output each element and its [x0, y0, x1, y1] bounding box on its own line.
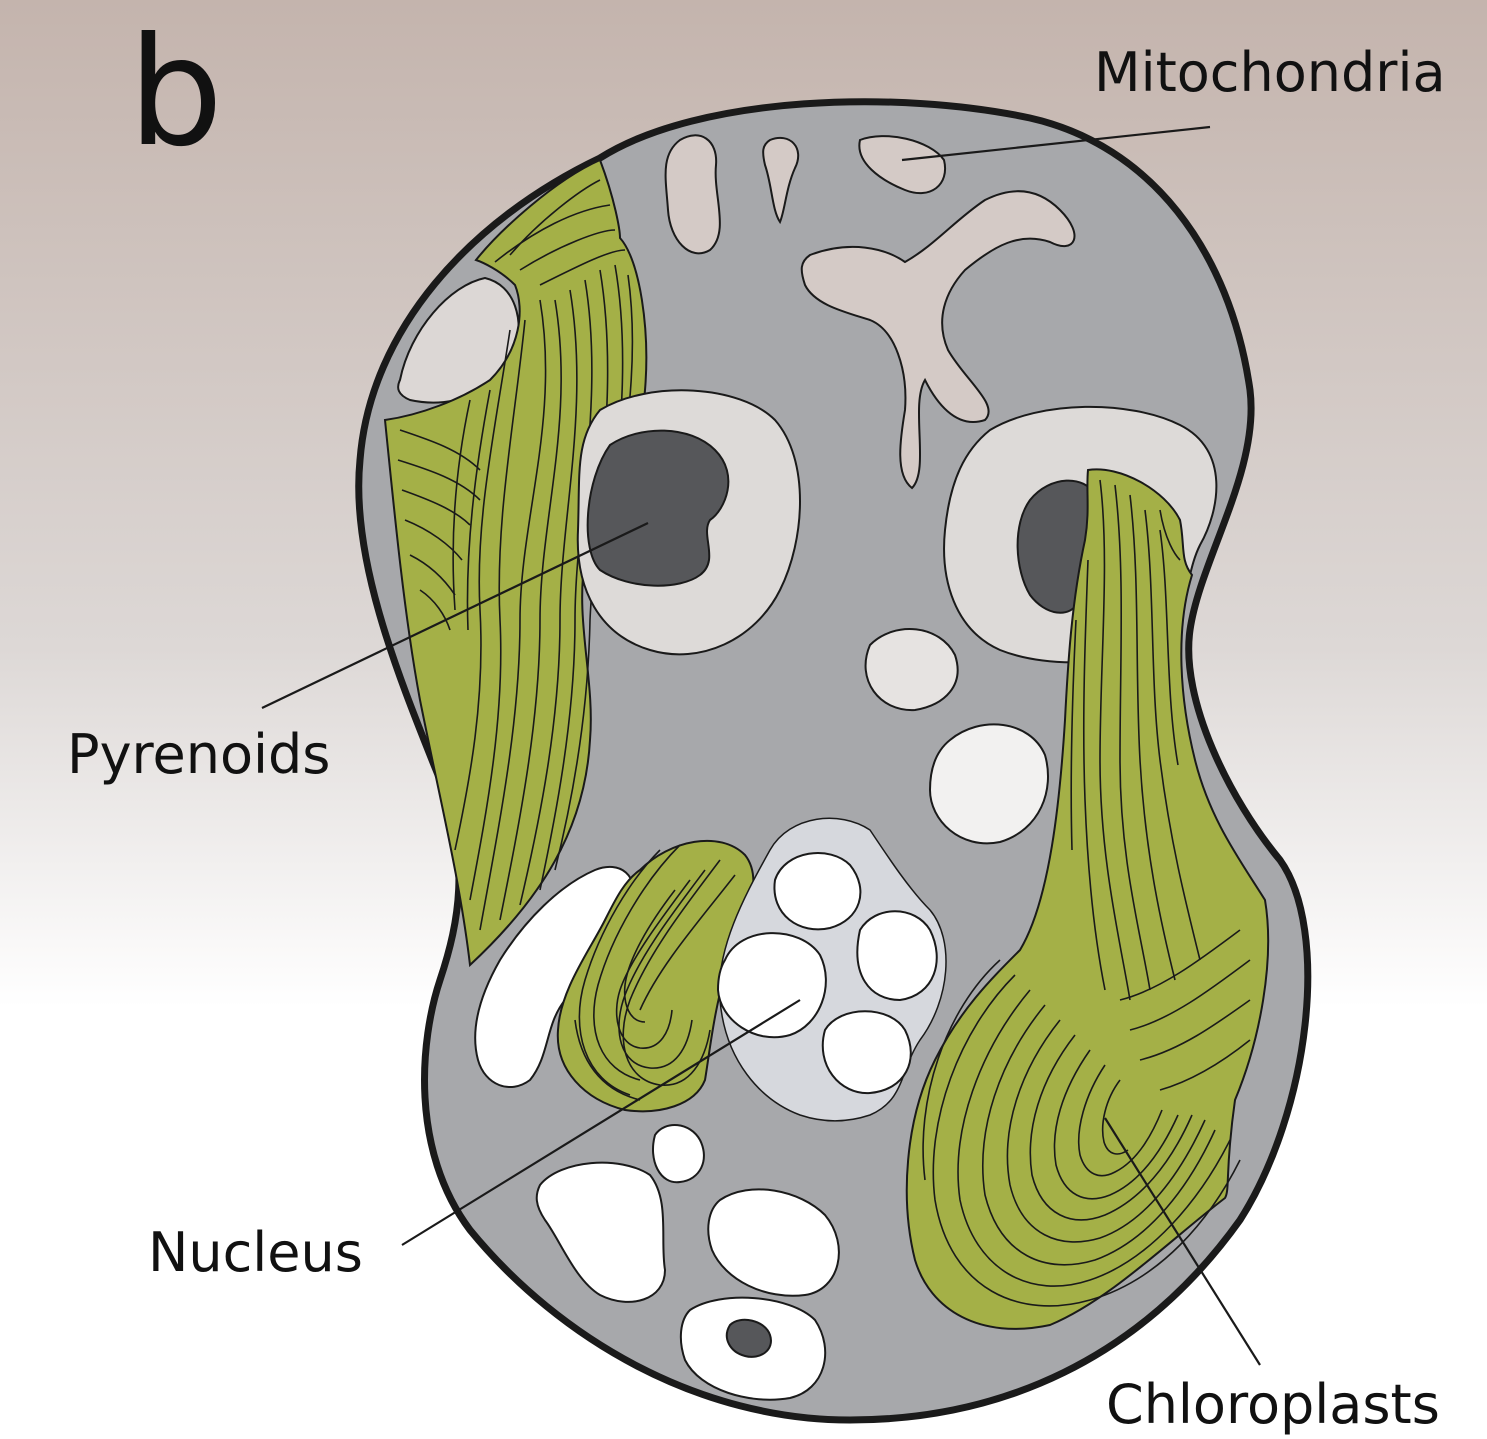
label-chloroplasts: Chloroplasts	[1106, 1378, 1440, 1432]
panel-letter: b	[128, 18, 223, 168]
mitochondrion	[666, 135, 720, 253]
vesicle	[866, 629, 958, 710]
label-mitochondria: Mitochondria	[1094, 46, 1446, 100]
label-nucleus: Nucleus	[148, 1226, 363, 1280]
label-pyrenoids: Pyrenoids	[67, 728, 330, 782]
vesicle	[653, 1125, 704, 1182]
pyrenoid-left	[588, 431, 729, 586]
